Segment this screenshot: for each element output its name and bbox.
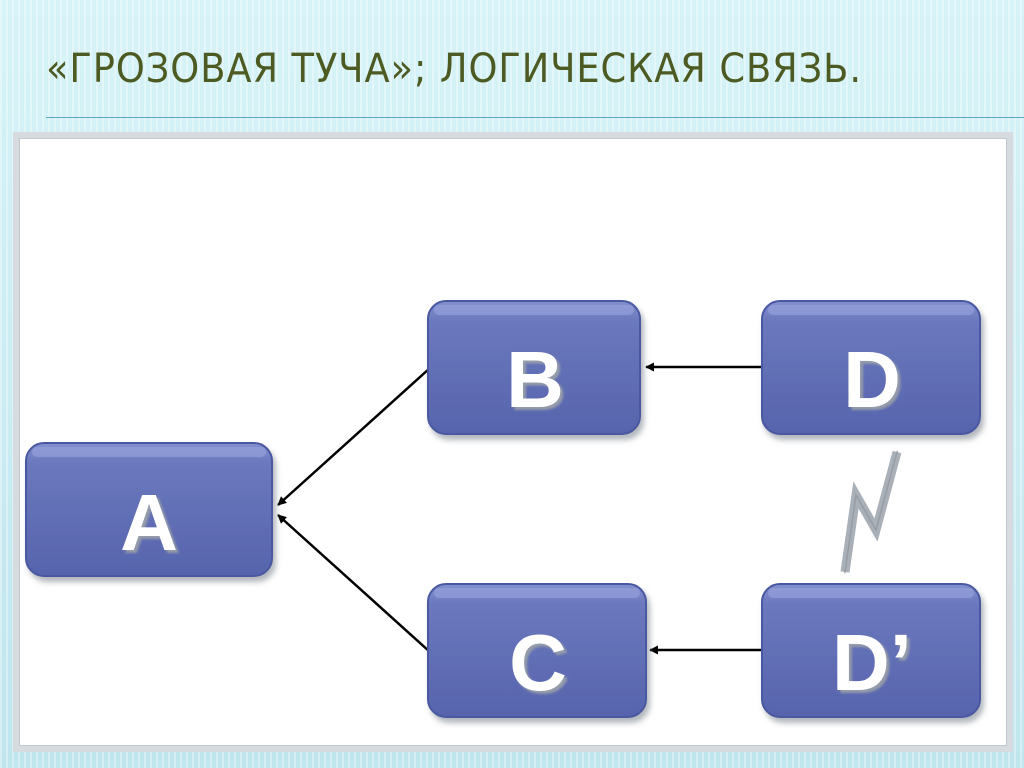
node-d-prime-label: D’ (832, 618, 912, 707)
node-c-label: C (509, 618, 567, 707)
node-a (25, 442, 273, 577)
edge-b-to-a (277, 367, 431, 506)
node-b-label: B (506, 335, 564, 424)
node-a-label: A (120, 478, 178, 567)
slide-title: «Грозовая туча»; логическая связь. (46, 46, 862, 92)
node-d (761, 300, 981, 435)
node-d-prime (761, 583, 981, 718)
edge-c-to-a (277, 514, 431, 653)
title-divider (46, 117, 1024, 118)
node-d-label: D (843, 335, 901, 424)
node-c (427, 583, 647, 718)
edge-d-d2-lightning (840, 450, 902, 574)
node-b (427, 300, 641, 435)
